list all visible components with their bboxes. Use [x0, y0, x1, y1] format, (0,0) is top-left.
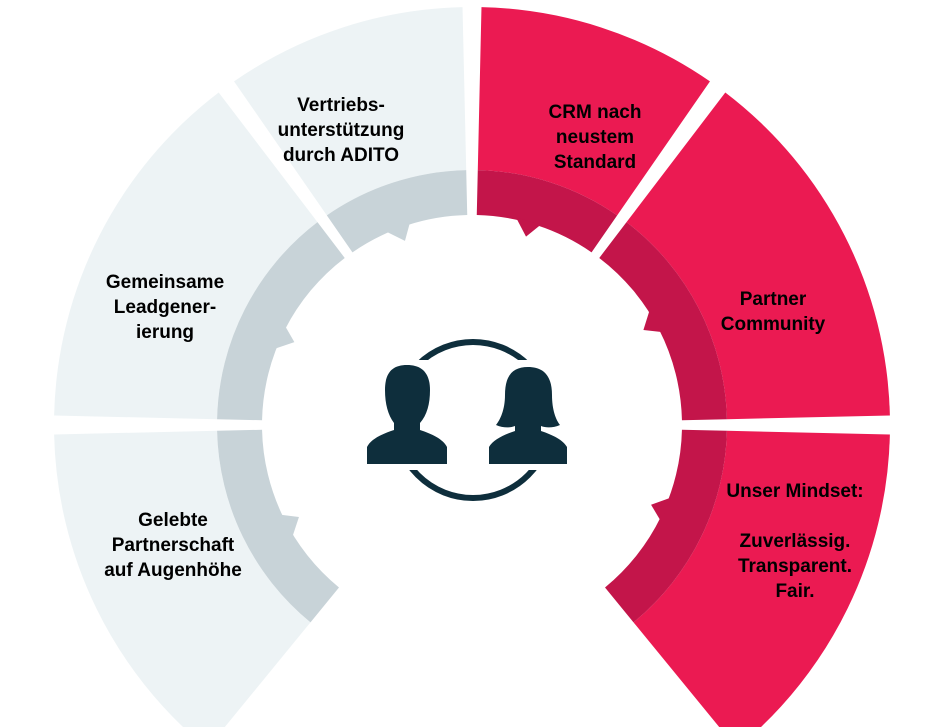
- segment-leftlow: [54, 430, 311, 727]
- ring-tooth-lefttop: [385, 222, 411, 241]
- segment-label-leadgenerierung: Gemeinsame Leadgener- ierung: [105, 272, 225, 343]
- inner-ring-layer: [217, 170, 727, 623]
- inner-ring-lefttop: [326, 170, 468, 253]
- inner-ring-leftlow: [217, 429, 339, 623]
- inner-ring-rightmid: [599, 222, 727, 421]
- segment-rightmid: [626, 92, 890, 420]
- ring-tooth-leftlow: [279, 514, 299, 538]
- inner-ring-righttop: [476, 170, 618, 253]
- person-male-icon: [367, 365, 447, 464]
- segment-label-vertriebsunterstuetzung: Vertriebs- unterstützung durch ADITO: [277, 95, 405, 166]
- segment-righttop: [477, 7, 710, 216]
- person-female-icon: [489, 367, 567, 464]
- ring-tooth-leftmid: [274, 325, 295, 350]
- segment-label-crm-standard: CRM nach neustem Standard: [548, 102, 642, 173]
- ring-tooth-righttop: [516, 217, 542, 237]
- segment-leftmid: [54, 92, 318, 420]
- segment-lefttop: [234, 7, 467, 216]
- segment-label-mindset: Unser Mindset: Zuverlässig. Transparent.…: [726, 481, 864, 602]
- segment-label-gelebte-partnerschaft: Gelebte Partnerschaft auf Augenhöhe: [104, 510, 242, 581]
- inner-ring-leftmid: [217, 222, 345, 421]
- ring-tooth-rightlow: [651, 497, 672, 522]
- partner-people-icon: [367, 339, 580, 501]
- segment-layer: [54, 7, 890, 727]
- ring-tooth-rightmid: [643, 309, 663, 333]
- segment-rightlow: [633, 430, 890, 727]
- segment-label-partner-community: Partner Community: [720, 289, 826, 335]
- inner-ring-rightlow: [605, 429, 727, 623]
